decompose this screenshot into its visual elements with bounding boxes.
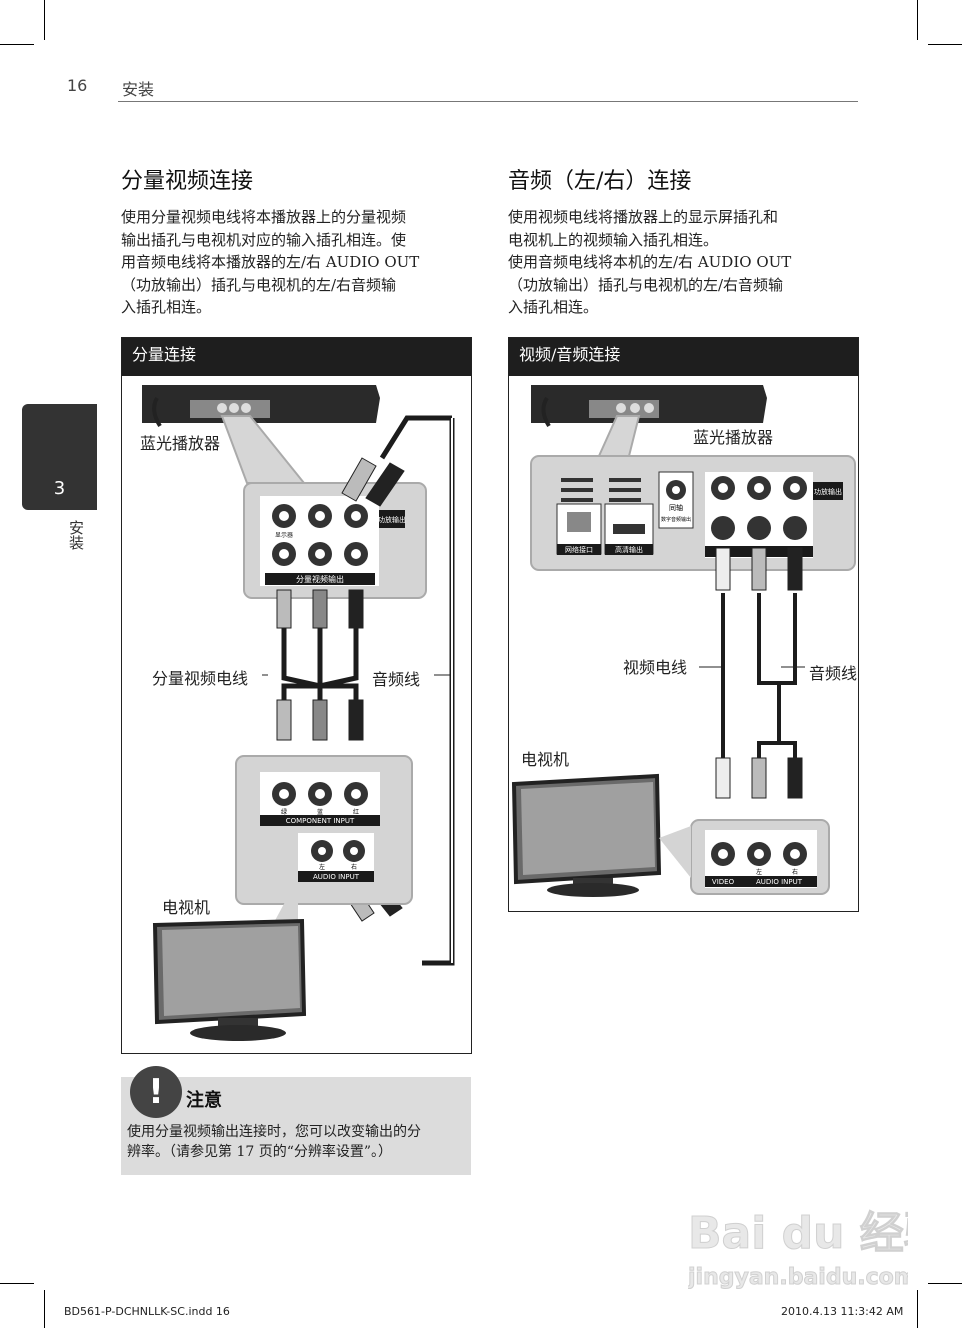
- y-label: 绿: [281, 808, 287, 816]
- right-ch-label: 右: [792, 868, 798, 876]
- audio-out-label: 功放输出: [378, 515, 406, 524]
- lan-label: 网络接口: [565, 545, 593, 554]
- note-line: 辨率。（请参见第 17 页的“分辨率设置”。）: [127, 1144, 393, 1160]
- tv-jacks: 左 右 VIDEO AUDIO INPUT: [705, 830, 817, 888]
- header-rule: [118, 101, 858, 102]
- left-ch-label: 左: [319, 863, 325, 871]
- note-text: 使用分量视频输出连接时，您可以改变输出的分 辨率。（请参见第 17 页的“分辨率…: [127, 1122, 469, 1162]
- footer-timestamp: 2010.4.13 11:3:42 AM: [781, 1305, 904, 1318]
- component-diagram: 功放输出 显示器 分量视频输出: [142, 385, 455, 1041]
- chapter-label: 安装: [67, 520, 85, 550]
- video-cable-label: 视频电线: [623, 658, 688, 677]
- para-line: （功放输出）插孔与电视机的左/右音频输: [508, 275, 784, 294]
- audio-out-label: 功放输出: [814, 487, 842, 496]
- video-audio-connection-figure: 视频/音频连接 网络接口 高清输出 同轴 数字音频输出: [508, 337, 859, 912]
- para-line: 入插孔相连。: [121, 298, 212, 316]
- para-line: 使用视频电线将播放器上的显示屏插孔和: [508, 208, 779, 226]
- tv-label: 电视机: [521, 750, 570, 769]
- video-label: VIDEO: [712, 878, 735, 886]
- note-line: 使用分量视频输出连接时，您可以改变输出的分: [127, 1124, 421, 1140]
- player-jacks: 功放输出 显示器 分量视频输出: [260, 496, 406, 586]
- audio-cable-label: 音频线: [372, 670, 421, 689]
- audio-input-label: AUDIO INPUT: [313, 873, 360, 881]
- video-audio-diagram: 网络接口 高清输出 同轴 数字音频输出 功放输出: [511, 385, 856, 897]
- bluray-player-icon: [531, 385, 767, 428]
- para-line: 使用音频电线将本机的左/右 AUDIO OUT: [508, 253, 792, 271]
- tv-label: 电视机: [162, 898, 211, 917]
- chapter-tab: [22, 404, 97, 510]
- tv-jacks: 绿 蓝 红 COMPONENT INPUT 左 右 AUDIO INPUT: [260, 772, 380, 882]
- component-out-label: 分量视频输出: [296, 574, 344, 584]
- note-title: 注意: [186, 1090, 222, 1111]
- crop-mark: [0, 1283, 34, 1284]
- right-ch-label: 右: [351, 863, 357, 871]
- footer-file: BD561-P-DCHNLLK-SC.indd 16: [64, 1305, 230, 1318]
- watermark-brand: Bai du 经验: [688, 1208, 908, 1259]
- player-label: 蓝光播放器: [693, 428, 774, 447]
- crop-mark: [917, 1290, 918, 1328]
- section-title: 安装: [122, 80, 155, 99]
- crop-mark: [917, 0, 918, 40]
- hdmi-label: 高清输出: [615, 545, 643, 554]
- figure-header: 视频/音频连接: [509, 338, 858, 376]
- crop-mark: [928, 44, 962, 45]
- para-line: 电视机上的视频输入插孔相连。: [508, 230, 719, 249]
- crop-mark: [928, 1283, 962, 1284]
- tv-icon: [152, 918, 307, 1041]
- coax-label: 同轴: [669, 503, 683, 512]
- crop-mark: [44, 1290, 45, 1328]
- component-input-label: COMPONENT INPUT: [286, 817, 355, 825]
- exclamation-icon: !: [130, 1066, 182, 1118]
- para-line: 使用分量视频电线将本播放器上的分量视频: [121, 208, 407, 226]
- para-line: （功放输出）插孔与电视机的左/右音频输: [121, 275, 397, 294]
- component-cable-label: 分量视频电线: [152, 669, 249, 688]
- tv-icon: [511, 773, 662, 897]
- crop-mark: [44, 0, 45, 40]
- component-connection-figure: 分量连接 功放输出 显示器 分量视频输出: [121, 337, 472, 1054]
- baidu-watermark: Bai du 经验 jingyan.baidu.com: [687, 1190, 949, 1294]
- bluray-player-icon: [142, 385, 380, 428]
- para-line: 输出插孔与电视机对应的输入插孔相连。使: [121, 230, 407, 249]
- left-paragraph: 使用分量视频电线将本播放器上的分量视频 输出插孔与电视机对应的输入插孔相连。使 …: [121, 206, 471, 319]
- display-label: 显示器: [275, 532, 293, 539]
- cable-plugs: [715, 547, 803, 799]
- left-section-title: 分量视频连接: [121, 169, 254, 194]
- para-line: 入插孔相连。: [508, 298, 599, 316]
- player-label: 蓝光播放器: [140, 434, 221, 453]
- left-ch-label: 左: [756, 868, 762, 876]
- right-section-title: 音频（左/右）连接: [508, 169, 692, 194]
- watermark-url: jingyan.baidu.com: [688, 1265, 908, 1290]
- coax-sub-label: 数字音频输出: [661, 516, 691, 523]
- player-panel-jacks: 网络接口 高清输出 同轴 数字音频输出 功放输出: [556, 471, 843, 558]
- audio-input-label: AUDIO INPUT: [756, 878, 803, 886]
- right-paragraph: 使用视频电线将播放器上的显示屏插孔和 电视机上的视频输入插孔相连。 使用音频电线…: [508, 206, 858, 319]
- chapter-number: 3: [53, 478, 66, 499]
- crop-mark: [0, 44, 34, 45]
- figure-header: 分量连接: [122, 338, 471, 376]
- pr-label: 红: [353, 808, 359, 816]
- para-line: 用音频电线将本播放器的左/右 AUDIO OUT: [121, 253, 420, 271]
- pb-label: 蓝: [317, 808, 323, 816]
- page-number: 16: [67, 76, 88, 95]
- audio-cable-label: 音频线: [809, 664, 858, 683]
